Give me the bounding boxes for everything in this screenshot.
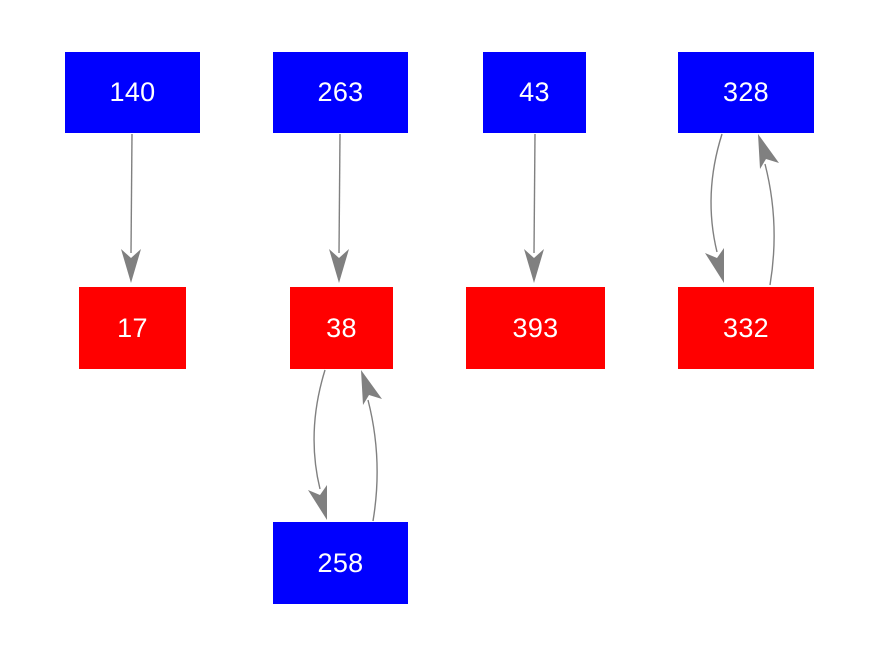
node-label: 328	[723, 77, 769, 107]
arrowhead-icon	[329, 249, 349, 283]
arrowhead-icon	[705, 248, 724, 283]
arrowhead-icon	[524, 249, 544, 283]
edge-line	[710, 133, 723, 253]
edge-n38-to-n258	[308, 369, 327, 520]
edge-n263-to-n38	[329, 133, 349, 283]
node-label: 17	[117, 312, 148, 343]
arrowhead-icon	[308, 485, 327, 520]
arrowhead-icon	[121, 249, 141, 283]
node-label: 140	[109, 77, 156, 107]
edge-line	[367, 399, 378, 522]
edge-n43-to-n393	[524, 133, 544, 283]
node-label: 258	[317, 547, 364, 578]
node-328[interactable]: 328	[678, 52, 814, 133]
edge-line	[764, 163, 775, 286]
node-258[interactable]: 258	[273, 522, 408, 604]
node-38[interactable]: 38	[290, 287, 393, 369]
node-332[interactable]: 332	[678, 287, 814, 369]
edge-line	[338, 133, 341, 254]
edge-n332-to-n328	[758, 134, 779, 286]
node-393[interactable]: 393	[466, 287, 605, 369]
node-label: 393	[512, 312, 559, 343]
node-17[interactable]: 17	[79, 287, 186, 369]
edge-n140-to-n17	[121, 133, 141, 283]
edge-n258-to-n38	[361, 370, 382, 522]
node-43[interactable]: 43	[483, 52, 586, 133]
arrowhead-icon	[361, 370, 382, 405]
edge-n328-to-n332	[705, 133, 724, 283]
edge-line	[533, 133, 536, 254]
node-label: 263	[317, 77, 364, 107]
node-263[interactable]: 263	[273, 52, 408, 133]
node-140[interactable]: 140	[65, 52, 200, 133]
node-label: 332	[723, 312, 769, 343]
node-label: 43	[519, 77, 550, 107]
edge-line	[313, 369, 326, 490]
edge-line	[130, 133, 133, 254]
node-label: 38	[326, 312, 357, 343]
arrowhead-icon	[758, 134, 779, 169]
